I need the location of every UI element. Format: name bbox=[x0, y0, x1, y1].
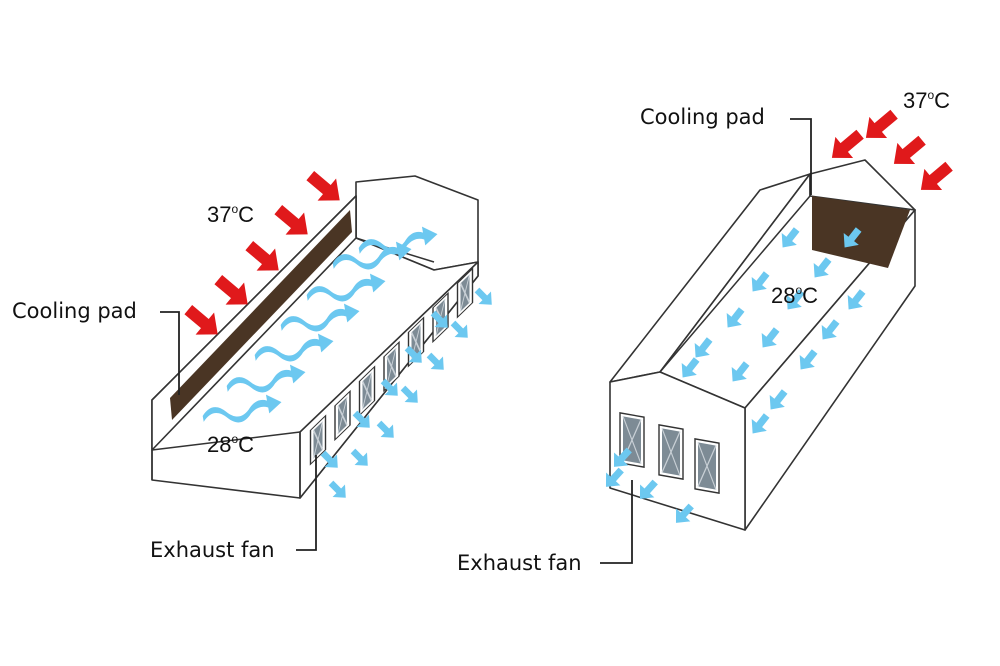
hot-air-arrow bbox=[885, 129, 931, 175]
exhaust-fan-blades bbox=[459, 274, 471, 312]
exhaust-fan bbox=[358, 365, 376, 417]
exhaust-air-arrow bbox=[372, 416, 401, 445]
exhaust-fan bbox=[658, 424, 684, 480]
right-exhaust-fan-leader bbox=[600, 480, 633, 564]
left-outside-temperature: 37oC bbox=[207, 202, 254, 227]
exhaust-fan-blades bbox=[697, 442, 717, 490]
exhaust-fan-blades bbox=[312, 421, 324, 459]
left-cooling-pad-label: Cooling pad bbox=[12, 299, 137, 323]
right-house-ridge bbox=[659, 195, 811, 373]
left-cooling-pad bbox=[170, 210, 352, 420]
exhaust-air-arrow bbox=[446, 316, 475, 345]
exhaust-fan bbox=[334, 389, 351, 442]
exhaust-fan bbox=[456, 267, 474, 319]
right-outside-temperature: 37oC bbox=[903, 88, 950, 113]
right-greenhouse-diagram: 37oC 28oC Cooling pad Exhaust fan bbox=[457, 88, 958, 575]
left-greenhouse-diagram: 37oC 28oC Cooling pad Exhaust fan bbox=[12, 164, 499, 562]
left-cooling-pad-leader bbox=[160, 311, 180, 395]
right-exhaust-fan-label: Exhaust fan bbox=[457, 551, 582, 575]
exhaust-air-arrow bbox=[396, 381, 425, 410]
exhaust-air-arrow bbox=[422, 348, 451, 377]
left-exhaust-fan-leader bbox=[296, 455, 317, 551]
hot-air-arrow bbox=[912, 155, 958, 201]
exhaust-fan-blades bbox=[386, 347, 397, 386]
exhaust-air-arrow bbox=[346, 444, 375, 473]
exhaust-air-arrow bbox=[324, 476, 353, 505]
left-inside-temperature: 28oC bbox=[207, 432, 254, 457]
right-inside-temperature: 28oC bbox=[771, 283, 818, 308]
exhaust-fan bbox=[694, 438, 720, 494]
hot-air-arrow bbox=[301, 164, 349, 212]
exhaust-fan-blades bbox=[661, 428, 681, 476]
exhaust-fan-blades bbox=[337, 396, 348, 435]
hot-air-arrow bbox=[857, 103, 903, 149]
hot-air-arrow bbox=[269, 198, 317, 246]
right-cooling-pad-leader bbox=[790, 118, 812, 195]
exhaust-fan bbox=[309, 414, 327, 466]
left-exhaust-fan-label: Exhaust fan bbox=[150, 538, 275, 562]
exhaust-fan-blades bbox=[361, 372, 373, 410]
exhaust-air-arrow bbox=[470, 283, 499, 312]
left-house-front-top bbox=[151, 431, 301, 451]
exhaust-fan bbox=[383, 340, 400, 393]
right-cooling-pad-label: Cooling pad bbox=[640, 105, 765, 129]
